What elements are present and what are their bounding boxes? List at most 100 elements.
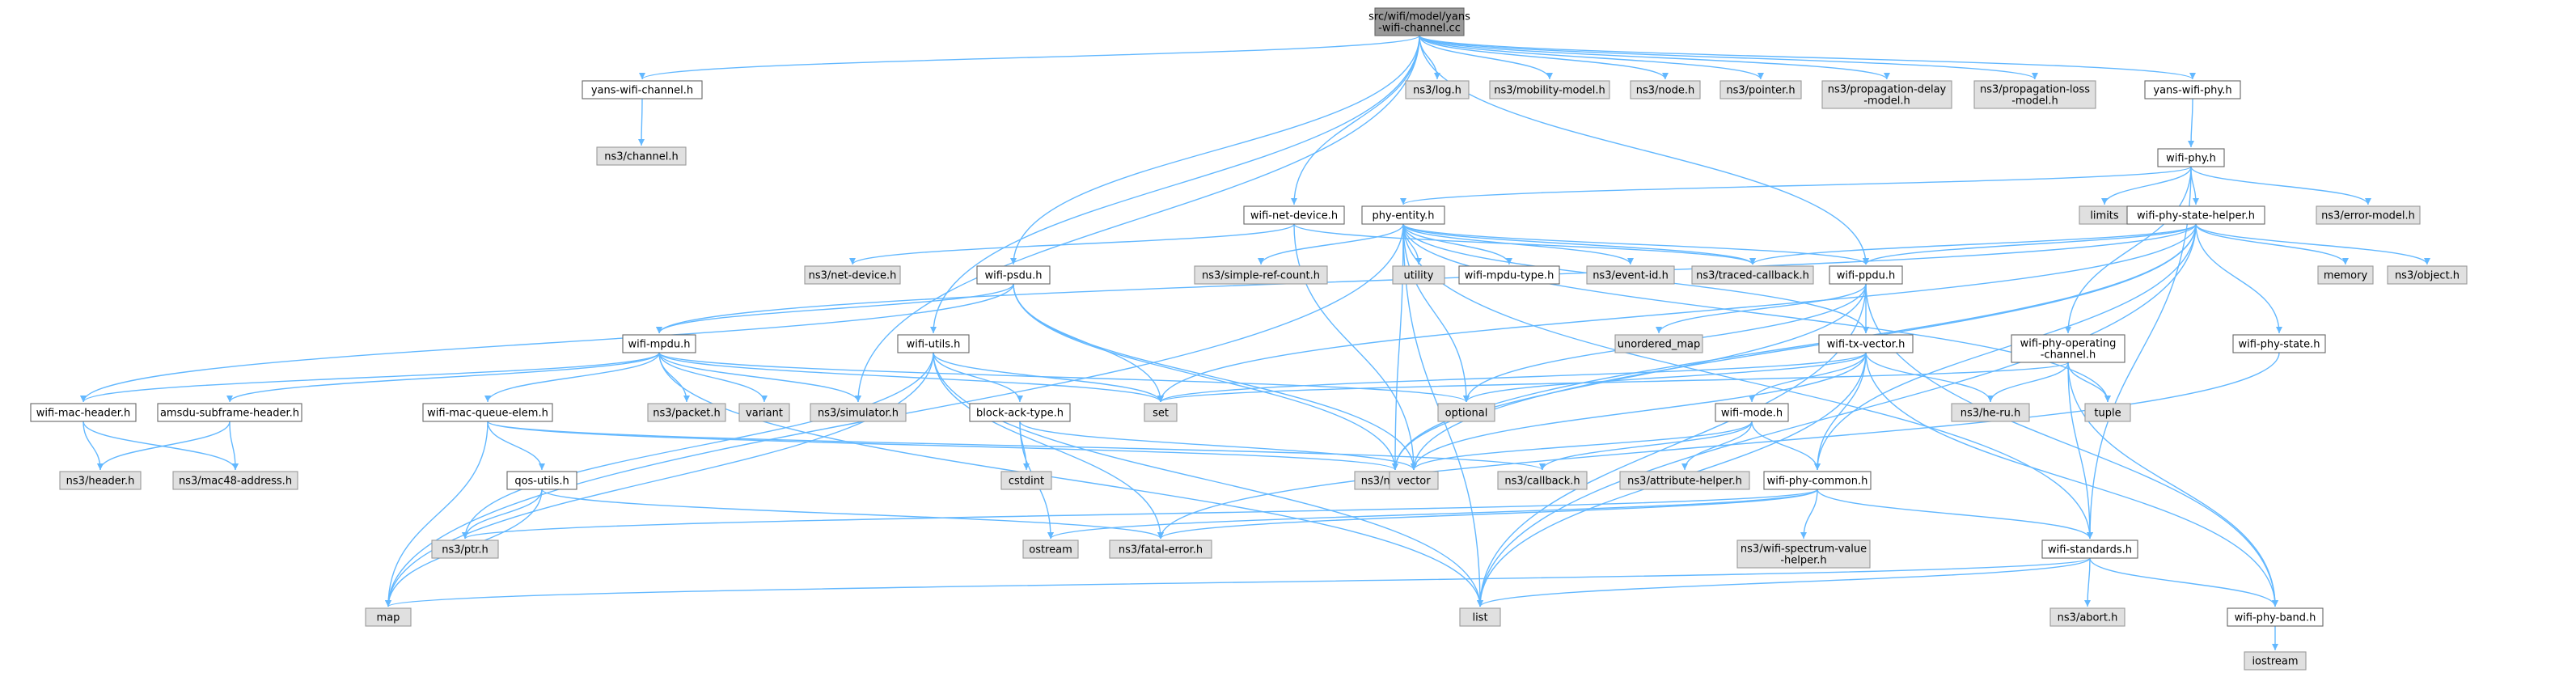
node-box-tuple <box>2084 403 2131 422</box>
edge-wifi-phy-operating-channel-h-to-set <box>1160 362 2069 403</box>
node-label-ns3-propagation-loss-model-h-1: -model.h <box>2011 95 2058 108</box>
arrowhead-root-to-yans-wifi-phy-h <box>2189 73 2196 79</box>
node-box-wifi-phy-state-h <box>2232 334 2326 353</box>
node-ns3-error-model-h: ns3/error-model.h <box>2316 205 2421 225</box>
node-label-ns3-object-h-0: ns3/object.h <box>2395 270 2460 282</box>
edge-qos-utils-h-to-ns3-fatal-error-h <box>541 489 1161 539</box>
node-wifi-standards-h[interactable]: wifi-standards.h <box>2041 539 2138 559</box>
node-root[interactable]: src/wifi/model/yans-wifi-channel.cc <box>1368 7 1470 36</box>
node-label-ns3-log-h-0: ns3/log.h <box>1413 85 1461 97</box>
node-ns3-simple-ref-count-h: ns3/simple-ref-count.h <box>1194 265 1328 285</box>
edge-wifi-mode-h-to-wifi-phy-common-h <box>1751 421 1818 471</box>
node-box-ns3-event-id-h <box>1586 265 1675 285</box>
node-qos-utils-h[interactable]: qos-utils.h <box>506 471 577 490</box>
node-label-ns3-packet-h-0: ns3/packet.h <box>653 408 721 420</box>
node-box-ns3-mac48-address-h <box>172 471 298 490</box>
node-label-wifi-mpdu-h-0: wifi-mpdu.h <box>628 339 691 351</box>
node-yans-wifi-phy-h[interactable]: yans-wifi-phy.h <box>2144 80 2241 99</box>
edge-root-to-wifi-ppdu-h <box>1419 35 1867 265</box>
node-label-set-0: set <box>1153 408 1169 420</box>
node-label-qos-utils-h-0: qos-utils.h <box>514 476 569 488</box>
node-amsdu-subframe-header-h[interactable]: amsdu-subframe-header.h <box>157 403 302 422</box>
node-iostream: iostream <box>2244 651 2307 671</box>
arrowhead-wifi-ppdu-h-to-unordered-map <box>1656 327 1662 333</box>
arrowhead-phy-entity-h-to-wifi-ppdu-h <box>1863 258 1869 264</box>
node-box-wifi-phy-band-h <box>2227 607 2324 627</box>
arrowhead-wifi-phy-band-h-to-iostream <box>2272 644 2278 650</box>
node-box-ns3-node-h <box>1630 80 1701 99</box>
edge-wifi-mode-h-to-vector <box>1413 421 1753 471</box>
node-box-block-ack-type-h <box>969 403 1071 422</box>
node-wifi-phy-state-h[interactable]: wifi-phy-state.h <box>2232 334 2326 353</box>
node-label-wifi-phy-operating-channel-h-0: wifi-phy-operating <box>2020 338 2117 350</box>
edge-wifi-phy-state-helper-h-to-ns3-traced-callback-h <box>1752 223 2197 265</box>
arrowhead-wifi-mpdu-h-to-amsdu-subframe-header-h <box>226 396 233 402</box>
node-wifi-phy-band-h[interactable]: wifi-phy-band.h <box>2227 607 2324 627</box>
edge-wifi-tx-vector-h-to-set <box>1160 352 1867 403</box>
edge-wifi-tx-vector-h-to-ns3-he-ru-h <box>1865 352 1991 403</box>
edge-wifi-mac-queue-elem-h-to-ns3-nstime-h <box>487 421 1396 471</box>
edge-wifi-phy-state-helper-h-to-wifi-phy-state-h <box>2195 223 2280 334</box>
node-label-iostream-0: iostream <box>2252 656 2298 668</box>
node-phy-entity-h[interactable]: phy-entity.h <box>1361 205 1445 225</box>
node-box-ns3-ptr-h <box>431 539 499 559</box>
node-label-ns3-pointer-h-0: ns3/pointer.h <box>1726 85 1795 97</box>
edge-yans-wifi-channel-h-to-ns3-channel-h <box>641 98 643 146</box>
arrowhead-root-to-ns3-pointer-h <box>1758 73 1764 79</box>
edge-wifi-standards-h-to-ns3-abort-h <box>2087 557 2091 607</box>
edge-wifi-tx-vector-h-to-optional <box>1466 352 1867 403</box>
node-ns3-object-h: ns3/object.h <box>2387 265 2468 285</box>
node-ns3-traced-callback-h: ns3/traced-callback.h <box>1691 265 1814 285</box>
node-label-ns3-fatal-error-h-0: ns3/fatal-error.h <box>1119 544 1203 556</box>
edge-wifi-phy-common-h-to-wifi-standards-h <box>1817 489 2091 539</box>
node-block-ack-type-h[interactable]: block-ack-type.h <box>969 403 1071 422</box>
node-wifi-tx-vector-h[interactable]: wifi-tx-vector.h <box>1818 334 1914 353</box>
node-label-ns3-error-model-h-0: ns3/error-model.h <box>2321 210 2415 222</box>
node-utility: utility <box>1392 265 1445 285</box>
arrowhead-wifi-phy-common-h-to-ns3-fatal-error-h <box>1157 532 1164 539</box>
arrowhead-wifi-phy-operating-channel-h-to-tuple <box>2104 396 2111 402</box>
arrowhead-root-to-wifi-utils-h <box>930 327 937 333</box>
edge-wifi-phy-state-helper-h-to-ns3-object-h <box>2195 223 2428 265</box>
arrowhead-wifi-phy-state-helper-h-to-wifi-phy-state-h <box>2276 327 2282 333</box>
node-ns3-he-ru-h: ns3/he-ru.h <box>1951 403 2030 422</box>
node-wifi-mac-header-h[interactable]: wifi-mac-header.h <box>30 403 137 422</box>
edge-wifi-utils-h-to-block-ack-type-h <box>933 352 1021 403</box>
node-wifi-phy-state-helper-h[interactable]: wifi-phy-state-helper.h <box>2126 205 2265 225</box>
node-label-wifi-mpdu-type-h-0: wifi-mpdu-type.h <box>1465 270 1554 282</box>
node-wifi-utils-h[interactable]: wifi-utils.h <box>897 334 970 353</box>
node-box-wifi-standards-h <box>2041 539 2138 559</box>
node-wifi-mode-h[interactable]: wifi-mode.h <box>1715 403 1789 422</box>
node-label-vector-0: vector <box>1397 476 1431 488</box>
edge-wifi-mac-header-h-to-ns3-header-h <box>82 421 101 471</box>
node-yans-wifi-channel-h[interactable]: yans-wifi-channel.h <box>582 80 703 99</box>
node-wifi-phy-h[interactable]: wifi-phy.h <box>2157 148 2225 167</box>
node-ns3-callback-h: ns3/callback.h <box>1497 471 1588 490</box>
node-wifi-mpdu-type-h[interactable]: wifi-mpdu-type.h <box>1458 265 1560 285</box>
arrowhead-wifi-standards-h-to-list <box>1477 600 1483 607</box>
node-wifi-mac-queue-elem-h[interactable]: wifi-mac-queue-elem.h <box>422 403 553 422</box>
node-ns3-log-h: ns3/log.h <box>1405 80 1470 99</box>
node-wifi-phy-common-h[interactable]: wifi-phy-common.h <box>1763 471 1872 490</box>
node-label-wifi-net-device-h-0: wifi-net-device.h <box>1250 210 1338 222</box>
edge-wifi-phy-state-helper-h-to-wifi-phy-common-h <box>1817 223 2197 471</box>
node-label-ns3-callback-h-0: ns3/callback.h <box>1504 476 1580 488</box>
node-wifi-phy-operating-channel-h[interactable]: wifi-phy-operating-channel.h <box>2011 334 2126 363</box>
node-box-vector <box>1389 471 1439 490</box>
node-wifi-net-device-h[interactable]: wifi-net-device.h <box>1243 205 1345 225</box>
edge-wifi-mpdu-h-to-optional <box>658 352 1467 403</box>
node-wifi-ppdu-h[interactable]: wifi-ppdu.h <box>1829 265 1903 285</box>
edge-wifi-phy-common-h-to-ns3-ptr-h <box>464 489 1818 539</box>
edge-root-to-yans-wifi-phy-h <box>1419 35 2193 80</box>
node-box-ns3-header-h <box>59 471 142 490</box>
node-label-ns3-mobility-model-h-0: ns3/mobility-model.h <box>1494 85 1605 97</box>
node-wifi-mpdu-h[interactable]: wifi-mpdu.h <box>622 334 696 353</box>
edge-wifi-net-device-h-to-ns3-net-device-h <box>852 223 1295 265</box>
node-label-wifi-tx-vector-h-0: wifi-tx-vector.h <box>1827 339 1906 351</box>
arrowhead-wifi-psdu-h-to-wifi-mpdu-h <box>656 327 662 333</box>
edge-wifi-phy-operating-channel-h-to-wifi-standards-h <box>2067 362 2091 539</box>
node-box-phy-entity-h <box>1361 205 1445 225</box>
node-label-wifi-psdu-h-0: wifi-psdu.h <box>984 270 1042 282</box>
node-label-ns3-header-h-0: ns3/header.h <box>66 476 135 488</box>
node-wifi-psdu-h[interactable]: wifi-psdu.h <box>976 265 1051 285</box>
